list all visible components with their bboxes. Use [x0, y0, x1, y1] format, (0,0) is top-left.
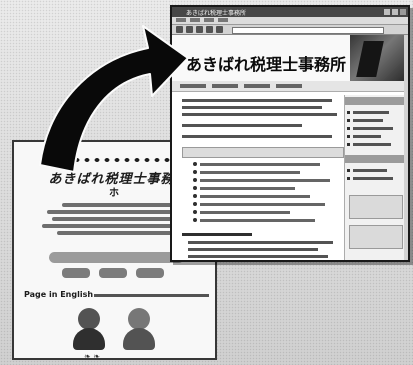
sidebar-heading	[345, 97, 405, 105]
old-page-english-link: Page in English	[24, 290, 94, 299]
sidebar-heading	[345, 155, 405, 163]
sidebar	[344, 95, 405, 260]
forward-icon[interactable]	[186, 26, 193, 33]
old-page-button	[136, 268, 164, 278]
close-icon[interactable]	[400, 9, 406, 15]
person-illustration-icon	[122, 308, 156, 352]
text-line	[182, 124, 302, 127]
text-line	[182, 113, 337, 116]
sidebar-item[interactable]	[347, 111, 389, 114]
menu-item[interactable]	[176, 18, 186, 22]
person-illustration-icon	[72, 308, 106, 352]
old-page-footer: ❧ ❧	[84, 352, 100, 360]
window-title: あきばれ税理士事務所	[186, 10, 247, 17]
nav-item[interactable]	[212, 84, 238, 88]
sidebar-item[interactable]	[347, 143, 391, 146]
sidebar-item[interactable]	[347, 135, 381, 138]
menu-bar	[172, 17, 408, 25]
home-icon[interactable]	[216, 26, 223, 33]
stop-icon[interactable]	[196, 26, 203, 33]
old-page-divider	[94, 294, 209, 297]
nav-item[interactable]	[180, 84, 206, 88]
text-line	[182, 99, 332, 102]
site-nav	[172, 81, 408, 92]
list-item[interactable]	[193, 170, 340, 174]
nav-item[interactable]	[244, 84, 270, 88]
nav-item[interactable]	[276, 84, 302, 88]
list-item[interactable]	[193, 186, 340, 190]
back-icon[interactable]	[176, 26, 183, 33]
scrollbar[interactable]	[404, 35, 408, 260]
minimize-icon[interactable]	[384, 9, 390, 15]
list-item[interactable]	[193, 162, 340, 166]
menu-item[interactable]	[190, 18, 200, 22]
old-page-title: あきばれ税理士事務所	[48, 172, 189, 187]
sidebar-item[interactable]	[347, 119, 383, 122]
text-line	[182, 106, 322, 109]
site-header: あきばれ税理士事務所	[172, 35, 408, 83]
sidebar-item[interactable]	[347, 169, 387, 172]
old-page-button	[99, 268, 127, 278]
sidebar-item[interactable]	[347, 127, 393, 130]
list-item[interactable]	[193, 178, 340, 182]
text-line	[188, 255, 328, 258]
list-item[interactable]	[193, 202, 340, 206]
address-bar[interactable]	[232, 27, 384, 34]
sidebar-box[interactable]	[349, 195, 403, 219]
site-title: あきばれ税理士事務所	[186, 55, 347, 74]
old-page-button	[62, 268, 90, 278]
title-bar: あきばれ税理士事務所	[172, 7, 408, 17]
text-line	[182, 233, 252, 236]
maximize-icon[interactable]	[392, 9, 398, 15]
sidebar-box[interactable]	[349, 225, 403, 249]
old-page-text-block	[34, 200, 199, 246]
list-item[interactable]	[193, 210, 340, 214]
menu-item[interactable]	[218, 18, 228, 22]
menu-item[interactable]	[204, 18, 214, 22]
browser-window: あきばれ税理士事務所 あきばれ税理士事務所	[170, 5, 410, 262]
list-item[interactable]	[193, 194, 340, 198]
list-item[interactable]	[193, 218, 340, 222]
sidebar-item[interactable]	[347, 177, 393, 180]
text-line	[188, 241, 333, 244]
text-line	[188, 248, 318, 251]
old-page-ribbon	[49, 252, 184, 263]
header-photo	[350, 35, 408, 81]
section-heading	[182, 147, 344, 158]
main-content	[182, 97, 344, 260]
text-line	[182, 135, 332, 138]
old-page-subtitle: ホ	[109, 188, 119, 199]
refresh-icon[interactable]	[206, 26, 213, 33]
